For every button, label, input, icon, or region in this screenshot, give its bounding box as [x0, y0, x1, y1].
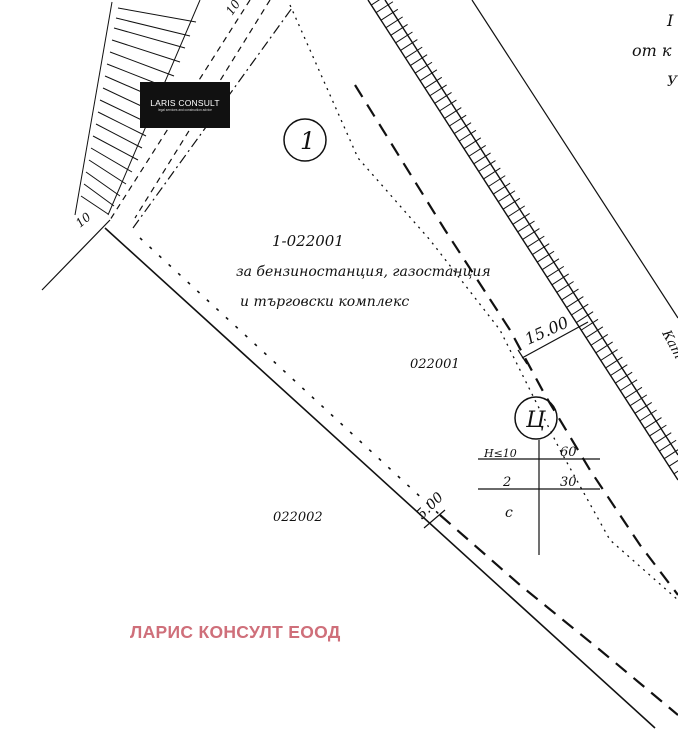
rail-tick: [375, 1, 394, 14]
rail-tick: [522, 228, 540, 240]
building-line: [139, 237, 441, 516]
edge-label-road: Кат: [658, 327, 678, 362]
zone-build-type: с: [505, 505, 513, 521]
rail-tick: [424, 76, 443, 89]
edge-label-top-left-number: 10: [223, 0, 243, 18]
rail-tick: [546, 265, 565, 278]
embankment-dashes: [109, 0, 271, 221]
watermark-text: ЛАРИС КОНСУЛТ ЕООД: [130, 622, 341, 642]
rail-tick: [541, 258, 560, 271]
rail-tick: [493, 182, 511, 195]
rail-tick: [585, 326, 604, 339]
rail-tick: [458, 129, 477, 142]
rail-tick: [571, 303, 589, 316]
rail-tick: [463, 137, 482, 150]
rail-tick: [663, 449, 678, 460]
rail-tick: [439, 99, 457, 112]
logo-name: LARIS CONSULT: [150, 97, 220, 108]
rail-tick: [639, 409, 657, 422]
rail-tick: [400, 39, 418, 51]
rail-tick: [444, 107, 462, 119]
rail-tick: [654, 432, 672, 444]
plot-number-marker: 1: [300, 127, 315, 155]
rail-tick: [453, 122, 472, 134]
rail-tick: [673, 470, 678, 475]
rail-tick: [468, 144, 486, 157]
rail-tick: [449, 114, 467, 127]
rail-tick: [649, 424, 667, 437]
rail-tick: [419, 69, 438, 82]
rail-tick: [668, 459, 678, 467]
edge-label-top-right-c: У: [667, 74, 678, 90]
rail-tick: [527, 235, 545, 248]
rail-tick: [605, 356, 623, 369]
rail-tick: [600, 349, 618, 361]
rail-tick: [410, 54, 428, 66]
rail-tick: [536, 250, 555, 263]
rail-tick: [590, 333, 609, 346]
plot-area-code: 022001: [410, 357, 460, 372]
rail-tick: [478, 160, 496, 172]
rail-tick: [507, 205, 526, 218]
zone-marker: Ц: [525, 408, 546, 433]
zone-density: 60: [560, 445, 577, 460]
rail-tick: [414, 61, 433, 74]
plot-number-circle: [283, 118, 327, 162]
rail-tick: [488, 175, 506, 187]
edge-label-top-right-a: I: [666, 11, 674, 30]
rail-tick: [483, 167, 501, 180]
plot-boundary: [41, 4, 678, 729]
rail-tick: [473, 152, 491, 165]
zone-green: 30: [560, 475, 577, 490]
rail-tick: [429, 84, 447, 97]
rail-tick: [497, 190, 516, 203]
rail-tick: [634, 402, 652, 414]
zone-floor-ratio: 2: [502, 475, 511, 490]
rail-tick: [385, 16, 403, 29]
rail-tick: [576, 311, 594, 323]
rail-tick: [380, 8, 399, 21]
regulation-line: [354, 84, 678, 716]
railway-band: [367, 0, 678, 481]
rail-tick: [517, 220, 535, 233]
plot-purpose-line2: и търговски комплекс: [240, 294, 409, 310]
plot-id-label: 1-022001: [272, 232, 344, 250]
rail-tick: [595, 341, 613, 354]
rail-tick: [434, 92, 452, 104]
rail-tick: [580, 318, 599, 331]
neighbor-plot-code: 022002: [273, 510, 323, 525]
rail-tick: [532, 243, 550, 255]
rail-tick: [502, 197, 521, 210]
rail-tick: [644, 417, 662, 429]
laris-consult-logo: LARIS CONSULT legal services and constru…: [140, 82, 230, 128]
logo-tagline: legal services and construction advice: [158, 107, 212, 112]
rail-tick: [370, 0, 380, 6]
road-offset-value: 15.00: [522, 313, 572, 349]
rail-tick: [620, 379, 638, 392]
rail-tick: [512, 213, 530, 225]
rail-tick: [624, 386, 643, 399]
edge-label-left-number: 10: [73, 210, 94, 231]
rail-tick: [395, 31, 413, 44]
rail-tick: [566, 296, 584, 308]
rail-tick: [629, 394, 648, 407]
road-offset-dimension: 15.00: [517, 313, 589, 365]
rail-tick: [615, 371, 633, 384]
rail-tick: [561, 288, 579, 301]
zone-height: H≤10: [483, 447, 517, 460]
rail-tick: [390, 24, 408, 36]
embankment-hatching: [74, 0, 201, 216]
edge-label-top-right-b: от к: [632, 41, 672, 60]
rail-tick: [551, 273, 569, 286]
rail-tick: [659, 439, 677, 452]
zone-table: [478, 440, 600, 555]
plot-purpose-line1: за бензиностанция, газостанция: [236, 264, 491, 280]
rail-tick: [610, 364, 628, 376]
rail-tick: [556, 281, 574, 293]
rail-tick: [405, 46, 423, 59]
zone-marker-circle: [514, 396, 558, 440]
